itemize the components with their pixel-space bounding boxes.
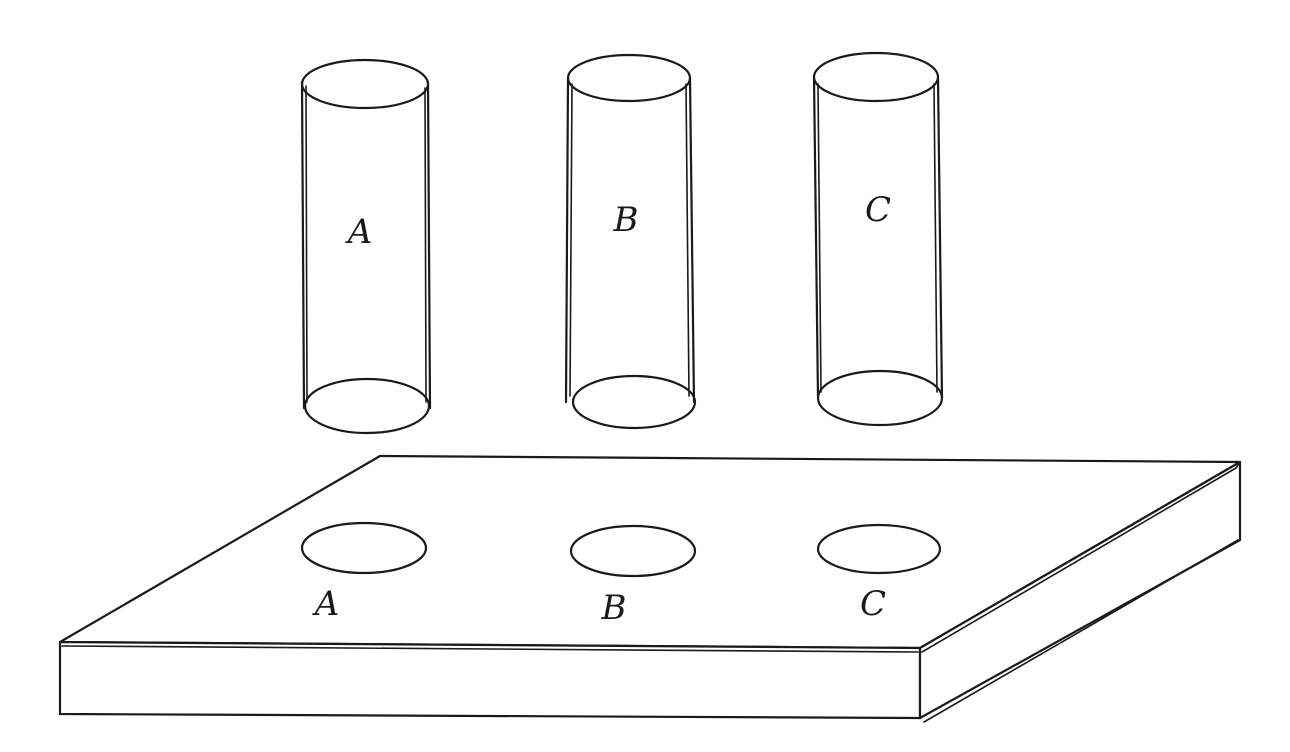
cylinder-a-top: [300, 58, 430, 110]
cylinder-b-sides-sketch: [569, 83, 690, 397]
board-edge-detail: [61, 461, 1241, 723]
cylinder-a-bottom: [303, 377, 431, 435]
cylinder-a-sides: [300, 80, 432, 410]
cylinder-b-top: [566, 53, 692, 103]
hole-c: [816, 523, 942, 575]
hole-b: [569, 524, 697, 578]
cylinder-b: B: [564, 53, 697, 430]
cylinder-c-sides: [812, 76, 944, 400]
hole-a: [300, 521, 428, 575]
base-board: A B C: [58, 454, 1242, 723]
cylinder-label-a: A: [345, 212, 373, 252]
hole-label-c: C: [860, 584, 886, 624]
cylinder-c: C: [812, 51, 944, 427]
hole-label-a: A: [312, 584, 340, 624]
cylinder-c-sides-sketch: [817, 83, 938, 393]
cylinder-label-b: B: [613, 200, 639, 240]
cylinder-b-sides: [564, 76, 696, 404]
cylinder-label-c: C: [865, 190, 891, 230]
hole-label-b: B: [601, 588, 627, 628]
board-side-face: [918, 460, 1242, 720]
cylinder-a-sides-sketch: [305, 85, 427, 403]
cylinder-b-bottom: [571, 374, 697, 430]
board-front-face: [58, 640, 922, 720]
cylinder-c-top: [812, 51, 940, 103]
cylinder-c-bottom: [816, 369, 944, 427]
cylinder-a: A: [300, 58, 432, 435]
